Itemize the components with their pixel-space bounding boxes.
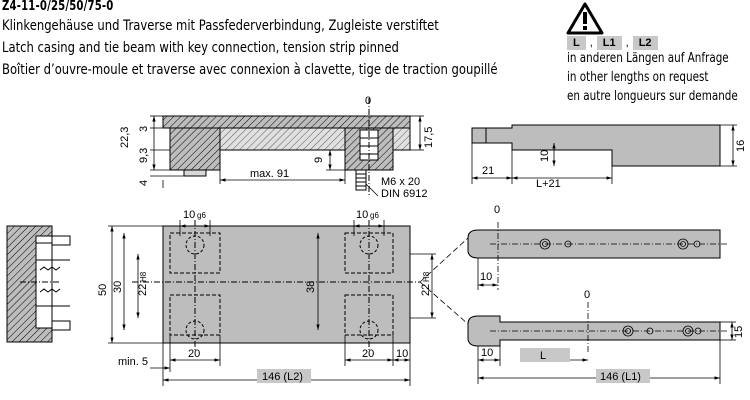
- dim-l-box: [520, 348, 570, 362]
- dim-10-strip1: 10: [480, 271, 492, 283]
- dim-17-5: 17,5: [423, 127, 435, 148]
- note-english: in other lengths on request: [567, 70, 709, 85]
- tag-separator: ,: [625, 37, 629, 49]
- screw-spec: M6 x 20: [381, 176, 420, 188]
- strip-dimensions: [419, 237, 736, 384]
- dim-zero-strip1: 0: [494, 204, 500, 216]
- dim-l: L: [540, 350, 546, 362]
- strip-side-dimensions: [471, 124, 737, 184]
- dim-22-h8-left: 22: [137, 284, 149, 296]
- tension-strips: [467, 229, 721, 347]
- dim-146-l1: 146 (L1): [600, 371, 641, 383]
- dim-15: 15: [733, 326, 745, 338]
- side-view: [162, 98, 411, 196]
- fit-g6-right: g6: [370, 211, 379, 220]
- dim-38: 38: [305, 281, 317, 293]
- tag-l: L: [567, 36, 586, 50]
- fit-h8-right: H8: [422, 271, 431, 282]
- product-code-title: Z4-11-0/25/50/75-0: [2, 0, 114, 14]
- dim-10-strip2: 10: [481, 347, 493, 359]
- fit-h8-left: H8: [139, 271, 148, 282]
- warning-triangle-icon: [566, 2, 604, 35]
- dim-10-bottom: 10: [396, 348, 408, 360]
- dim-10-g6-right: 10: [356, 209, 368, 221]
- length-tags: L , L1 , L2: [567, 36, 658, 50]
- dim-zero-top: 0: [365, 95, 371, 107]
- dim-zero-strip2: 0: [584, 289, 590, 301]
- dim-146-l2: 146 (L2): [262, 371, 303, 383]
- dim-16: 16: [735, 140, 747, 152]
- dim-30: 30: [112, 281, 124, 293]
- dim-10-g6-left: 10: [183, 209, 195, 221]
- dim-10-side: 10: [539, 150, 551, 162]
- dim-l2-box: [257, 369, 311, 383]
- screw-standard: DIN 6912: [381, 188, 427, 200]
- dim-min-5: min. 5: [118, 356, 148, 368]
- end-view: [6, 225, 71, 343]
- dim-l-plus-21: L+21: [536, 178, 561, 190]
- dim-l1-box: [596, 369, 650, 383]
- description-german: Klinkengehäuse und Traverse mit Passfede…: [2, 18, 439, 34]
- fit-g6-left: g6: [197, 211, 206, 220]
- strip-side-view: [471, 124, 721, 167]
- description-french: Boîtier d’ouvre-moule et traverse avec c…: [2, 62, 498, 78]
- dim-3: 3: [138, 126, 150, 132]
- note-german: in anderen Längen auf Anfrage: [567, 51, 729, 66]
- tag-l2: L2: [632, 36, 658, 50]
- dim-21: 21: [482, 165, 494, 177]
- note-french: en autre longueurs sur demande: [567, 89, 738, 104]
- dim-50: 50: [97, 284, 109, 296]
- dim-22-3: 22,3: [119, 127, 131, 148]
- tag-separator: ,: [589, 37, 593, 49]
- tag-l1: L1: [596, 36, 622, 50]
- dim-20-right: 20: [362, 348, 374, 360]
- dim-20-left: 20: [188, 348, 200, 360]
- side-view-dimensions: [150, 115, 424, 197]
- description-english: Latch casing and tie beam with key conne…: [2, 40, 399, 56]
- dim-9-3: 9,3: [138, 148, 150, 163]
- dim-max-91: max. 91: [250, 168, 289, 180]
- dim-9: 9: [313, 157, 325, 163]
- dim-22-h8-right: 22: [420, 284, 432, 296]
- dim-4: 4: [138, 180, 150, 186]
- strip-holes: [490, 222, 728, 352]
- plan-view: [132, 220, 420, 350]
